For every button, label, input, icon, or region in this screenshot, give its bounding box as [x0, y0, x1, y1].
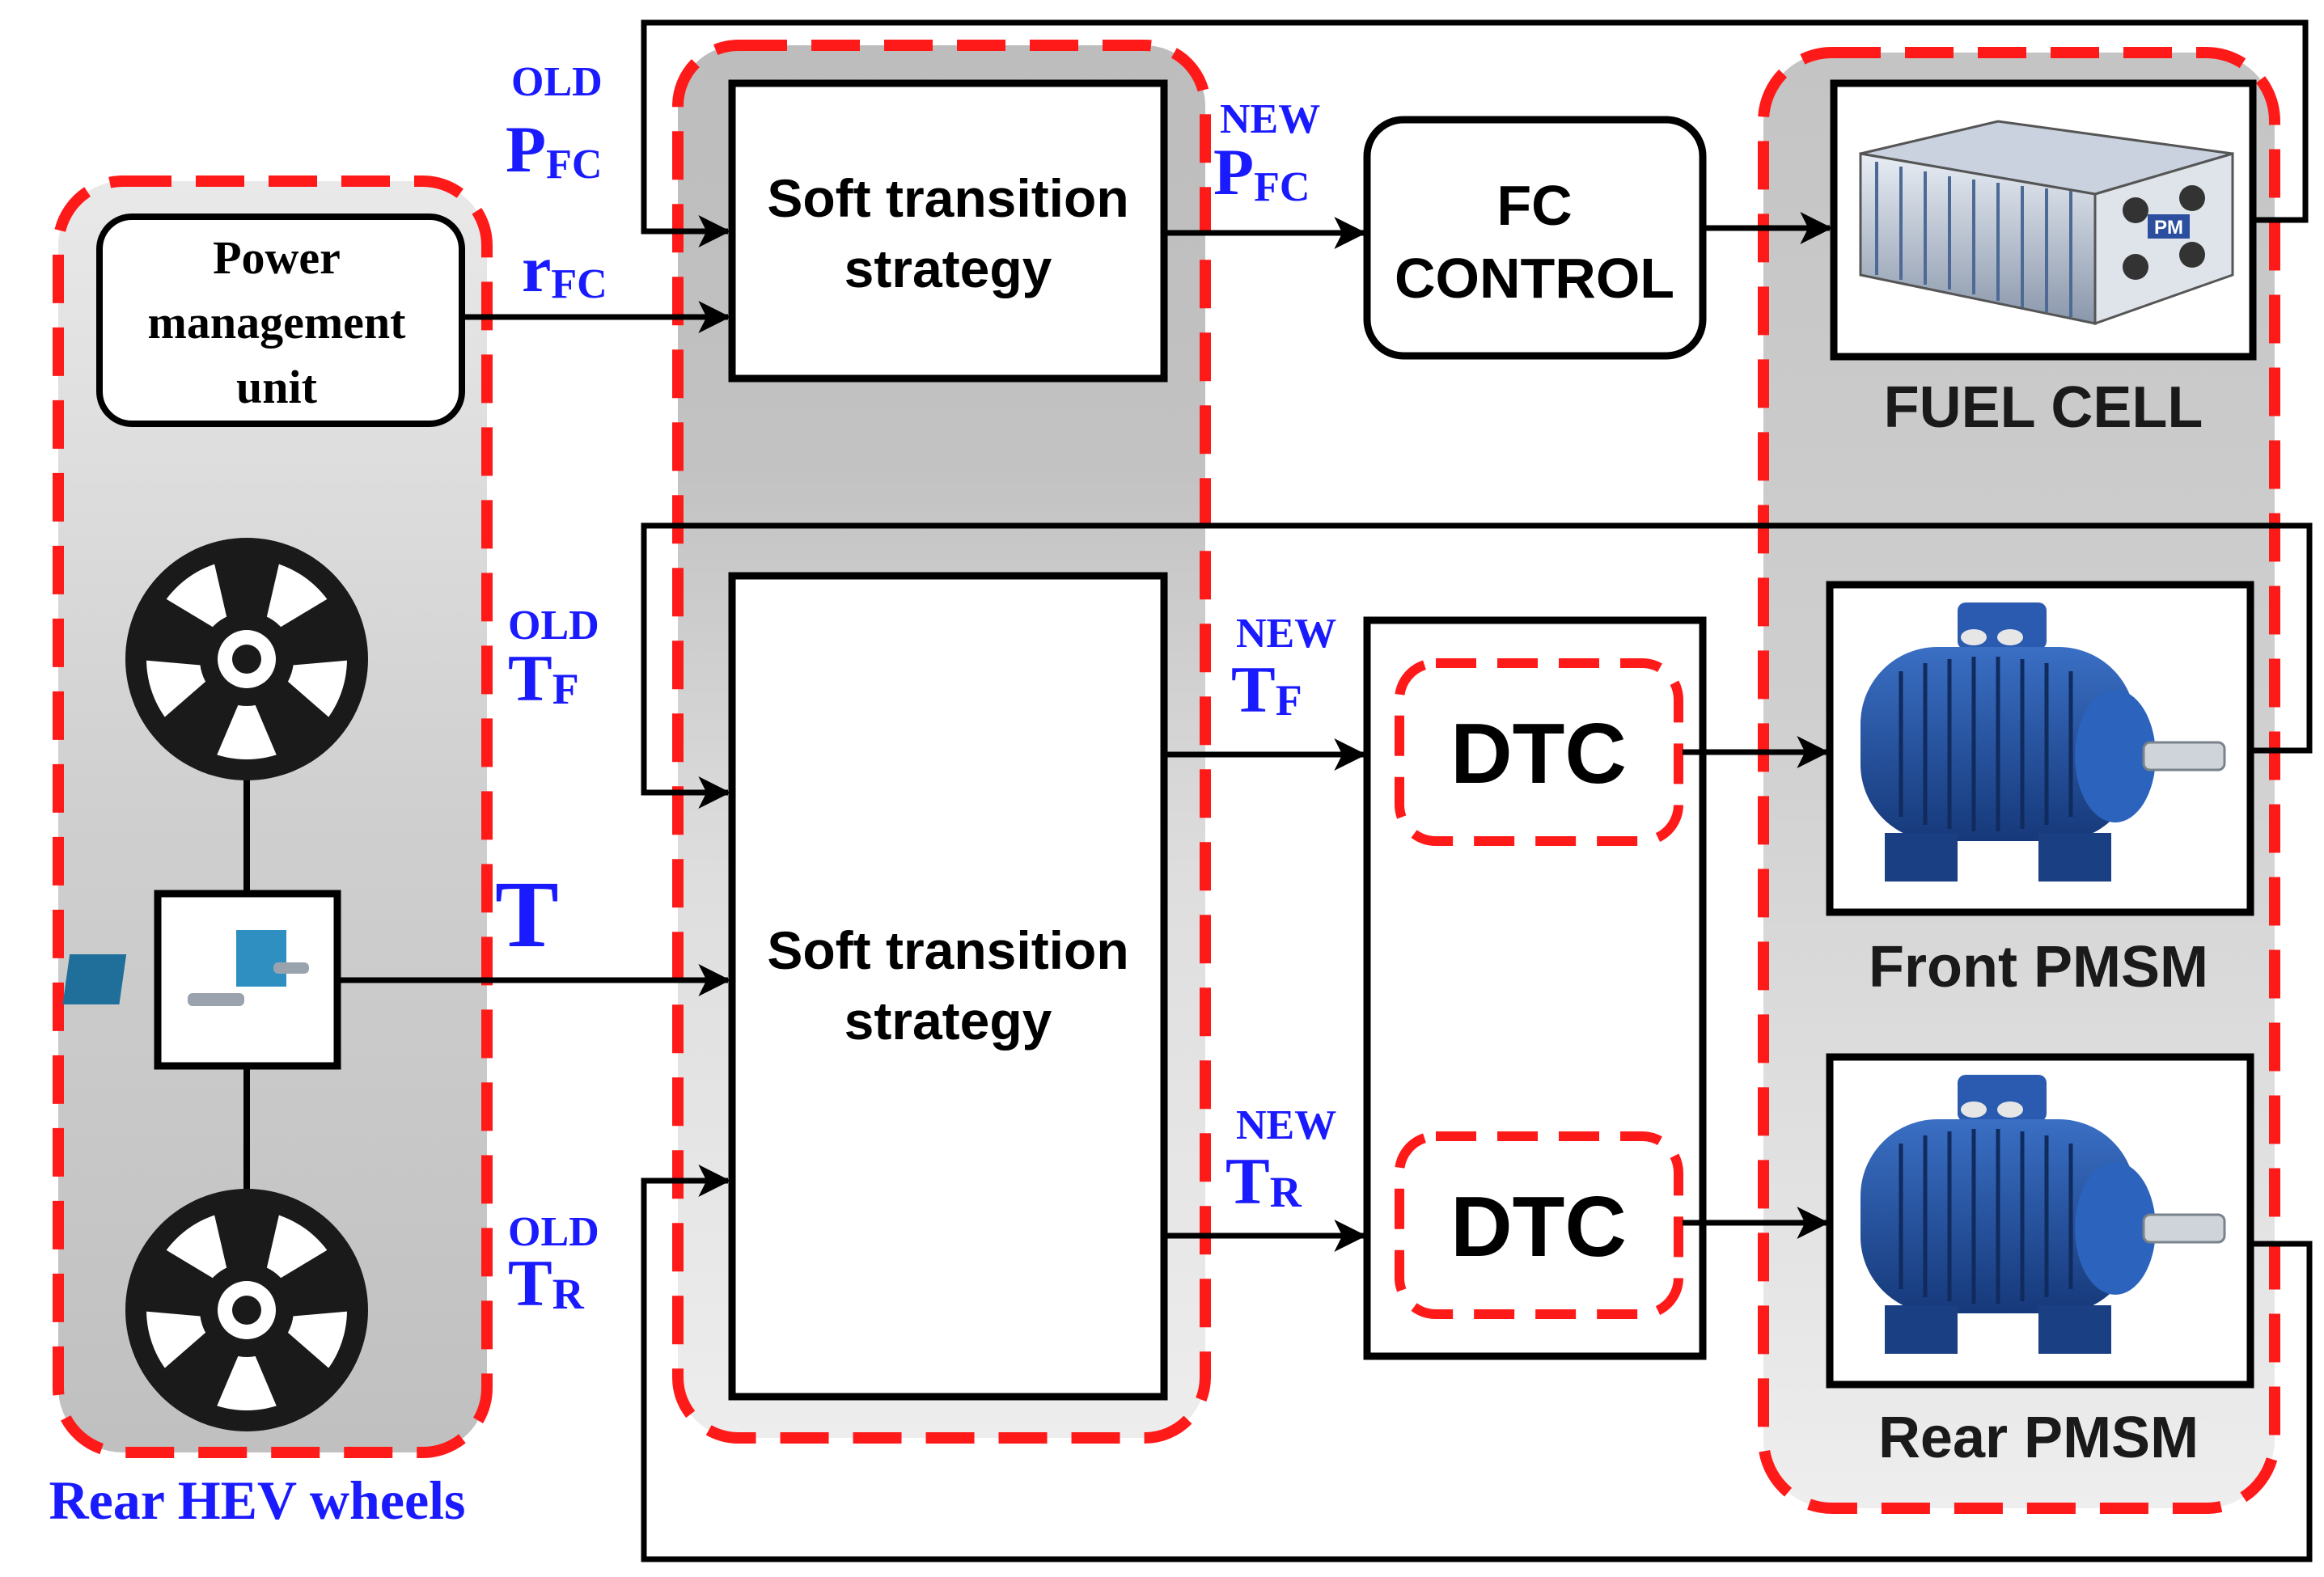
feedback-old-tr [641, 1165, 2313, 1562]
rear-pmsm-image [1826, 1053, 2254, 1389]
label-new-tr-t: T [1225, 1144, 1270, 1218]
pmu-label-line2: management [148, 296, 407, 349]
middle-panel: Soft transition strategy Soft transition… [672, 40, 1211, 1444]
pmu-label-line1: Power [213, 231, 341, 284]
label-old-tf-tag: OLD [508, 602, 599, 649]
label-old-pfc-sub: FC [546, 142, 602, 188]
rear-pmsm-label: Rear PMSM [1878, 1406, 2199, 1470]
pmu-label-line3: unit [236, 361, 318, 413]
label-old-pfc-tag: OLD [511, 59, 603, 105]
left-panel-background [53, 175, 493, 1458]
feedback-old-tf [641, 522, 2313, 809]
soft-transition-bottom-line2: strategy [845, 991, 1052, 1051]
connections [340, 19, 2313, 1562]
wheel-icon [125, 538, 368, 780]
soft-transition-top: Soft transition strategy [728, 79, 1168, 383]
soft-transition-bottom: Soft transition strategy [728, 572, 1168, 1401]
label-new-tr-sub: R [1270, 1168, 1302, 1216]
label-old-tr-symbol: TR [508, 1246, 585, 1320]
dtc-front-label: DTC [1450, 706, 1627, 801]
fuel-cell-logo: PM [2154, 217, 2183, 239]
front-pmsm-label: Front PMSM [1869, 935, 2208, 1000]
wheel-icon [125, 1189, 368, 1431]
label-new-tr-tag: NEW [1236, 1102, 1336, 1148]
electric-motor-icon [1860, 1075, 2226, 1354]
label-old-tf-symbol: TF [508, 641, 579, 715]
power-management-unit: Power management unit [96, 214, 465, 427]
label-old-tf-t: T [508, 641, 552, 715]
label-torque-t: T [495, 861, 559, 967]
label-new-tf-t: T [1231, 653, 1276, 726]
fuel-cell-label: FUEL CELL [1884, 375, 2203, 440]
right-panel: PM FUEL CELL [1758, 47, 2280, 1514]
label-rfc-sub: FC [551, 261, 607, 307]
front-pmsm-image [1826, 581, 2254, 916]
label-old-tr-t: T [508, 1246, 552, 1320]
label-new-pfc-tag: NEW [1220, 96, 1320, 142]
left-panel-caption: Rear HEV wheels [49, 1469, 465, 1531]
dtc-front-block [1395, 658, 1683, 846]
fuel-cell-image: PM [1830, 79, 2257, 361]
label-old-tr-tag: OLD [508, 1209, 599, 1255]
label-new-tf-symbol: TF [1231, 653, 1302, 726]
label-old-pfc-p: P [506, 112, 546, 186]
dtc-rear-label: DTC [1450, 1179, 1627, 1275]
dtc-rear-block [1395, 1131, 1683, 1319]
soft-transition-bottom-line1: Soft transition [767, 920, 1128, 980]
left-panel: Power management unit [49, 175, 493, 1531]
label-new-tf-sub: F [1276, 676, 1302, 725]
label-old-pfc-symbol: PFC [506, 112, 602, 188]
fc-control-line2: CONTROL [1395, 247, 1674, 310]
label-rfc-r: r [522, 232, 551, 306]
label-new-tr-symbol: TR [1225, 1144, 1302, 1218]
dtc-container: DTC DTC [1363, 616, 1707, 1360]
soft-transition-top-line1: Soft transition [767, 168, 1128, 228]
signal-labels: OLD PFC rFC NEW PFC OLD TF T NEW TF NEW … [495, 59, 1336, 1320]
fc-control-block: FC CONTROL [1363, 116, 1707, 360]
label-new-pfc-p: P [1213, 135, 1254, 209]
label-old-tr-sub: R [552, 1270, 585, 1318]
soft-transition-top-line2: strategy [845, 239, 1052, 298]
label-new-pfc-symbol: PFC [1213, 135, 1310, 210]
label-rfc-symbol: rFC [522, 232, 607, 307]
torque-sensor-icon[interactable] [62, 890, 341, 1070]
fc-control-line1: FC [1496, 174, 1572, 237]
label-old-tf-sub: F [552, 665, 579, 713]
label-new-pfc-sub: FC [1254, 164, 1310, 210]
electric-motor-icon [1860, 602, 2226, 882]
feedback-old-pfc [641, 19, 2309, 247]
fuel-cell-icon: PM [1859, 120, 2234, 326]
label-new-tf-tag: NEW [1236, 611, 1336, 657]
